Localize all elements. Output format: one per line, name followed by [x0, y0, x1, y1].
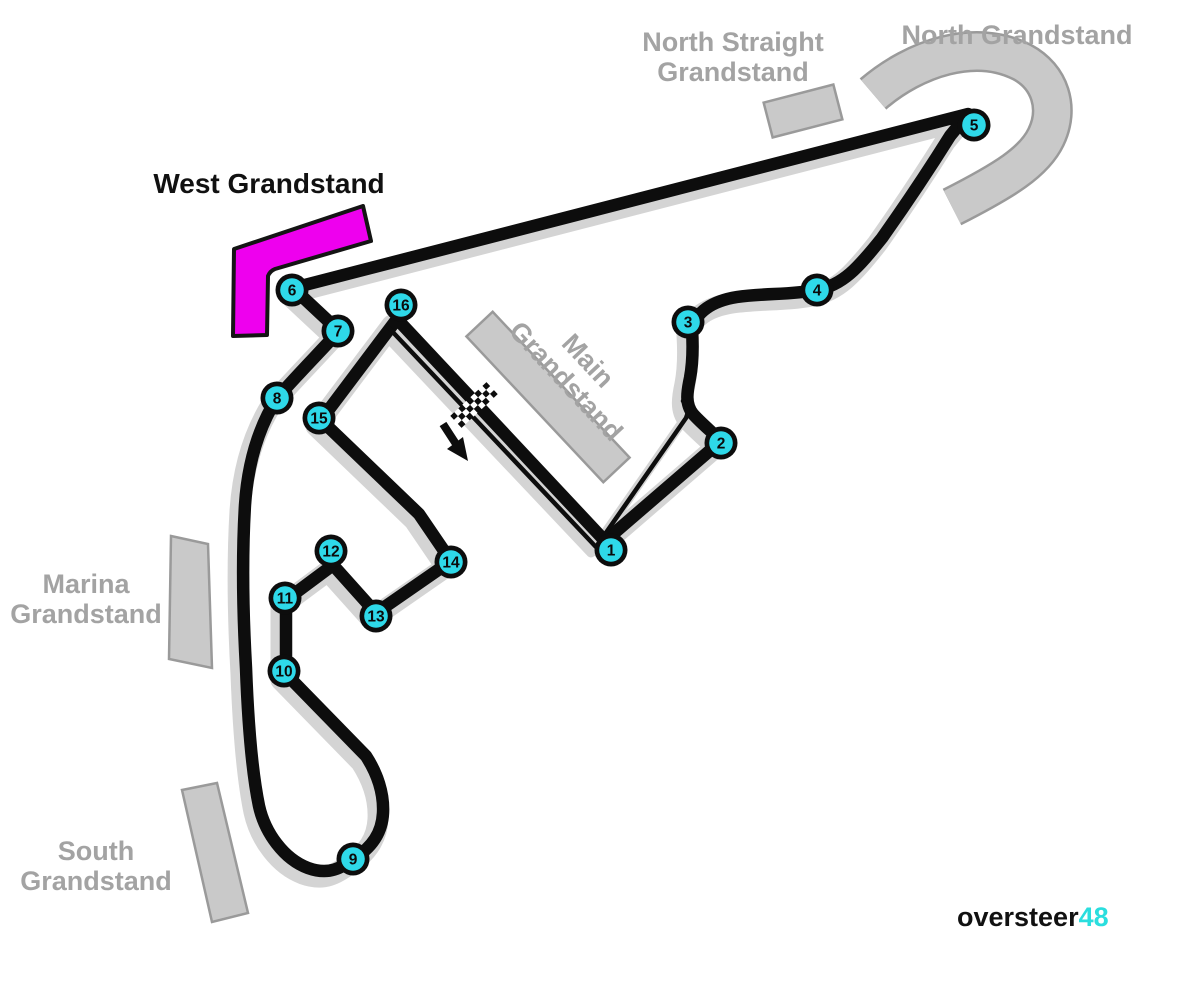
svg-text:7: 7 [334, 324, 343, 341]
turn-marker-6: 6 [275, 273, 309, 307]
turn-marker-7: 7 [321, 314, 355, 348]
west-grandstand-label: West Grandstand [153, 169, 384, 199]
svg-text:6: 6 [288, 283, 297, 300]
svg-text:16: 16 [392, 298, 410, 315]
svg-text:1: 1 [607, 543, 616, 560]
svg-text:10: 10 [275, 664, 292, 681]
svg-text:5: 5 [970, 118, 979, 135]
svg-text:8: 8 [273, 391, 282, 408]
north-grandstand-label: North Grandstand [901, 20, 1132, 50]
turn-marker-12: 12 [314, 534, 348, 568]
oversteer48-logo: oversteer48 [957, 902, 1109, 933]
svg-text:4: 4 [813, 283, 822, 300]
svg-text:2: 2 [717, 436, 726, 453]
turn-marker-1: 1 [594, 533, 628, 567]
turn-marker-13: 13 [359, 599, 393, 633]
svg-text:15: 15 [310, 411, 328, 428]
label-line: Marina [42, 569, 130, 599]
north-straight-grandstand-shape [762, 83, 844, 139]
turn-marker-16: 16 [384, 288, 418, 322]
north-grandstand-shape-fill [861, 33, 1071, 224]
west-grandstand-shape [231, 204, 373, 338]
svg-text:14: 14 [442, 555, 460, 572]
turn-marker-9: 9 [336, 842, 370, 876]
label-line: Grandstand [20, 866, 172, 896]
logo-text: oversteer [957, 902, 1079, 932]
logo-accent-text: 48 [1078, 902, 1109, 932]
label-line: Grandstand [657, 57, 809, 87]
marina-grandstand-label: Marina Grandstand [10, 569, 162, 629]
south-grandstand-label: South Grandstand [20, 836, 172, 896]
turn-marker-10: 10 [267, 654, 301, 688]
label-line: Grandstand [10, 599, 162, 629]
direction-arrow [439, 421, 468, 461]
start-finish-flag [450, 382, 498, 428]
pit-lane [385, 324, 690, 550]
turn-marker-5: 5 [957, 108, 991, 142]
label-line: North Straight [642, 27, 824, 57]
south-grandstand-shape [180, 781, 250, 924]
svg-text:9: 9 [349, 852, 358, 869]
grandstand-shapes [167, 31, 1073, 924]
turn-marker-8: 8 [260, 381, 294, 415]
label-line: South [57, 836, 135, 866]
main-grandstand-shape [464, 310, 632, 484]
marina-grandstand-shape [167, 534, 214, 670]
svg-text:12: 12 [322, 544, 339, 561]
turn-marker-4: 4 [800, 273, 834, 307]
label-line: North Grandstand [901, 20, 1133, 50]
svg-text:3: 3 [684, 315, 693, 332]
turn-marker-14: 14 [434, 545, 468, 579]
turn-marker-3: 3 [671, 305, 705, 339]
svg-text:11: 11 [277, 591, 294, 608]
north-straight-grandstand-label: North Straight Grandstand [642, 27, 824, 87]
turn-marker-15: 15 [302, 401, 336, 435]
turn-marker-2: 2 [704, 426, 738, 460]
svg-text:13: 13 [367, 609, 385, 626]
turn-marker-11: 11 [268, 581, 302, 615]
label-line: West Grandstand [153, 168, 385, 199]
